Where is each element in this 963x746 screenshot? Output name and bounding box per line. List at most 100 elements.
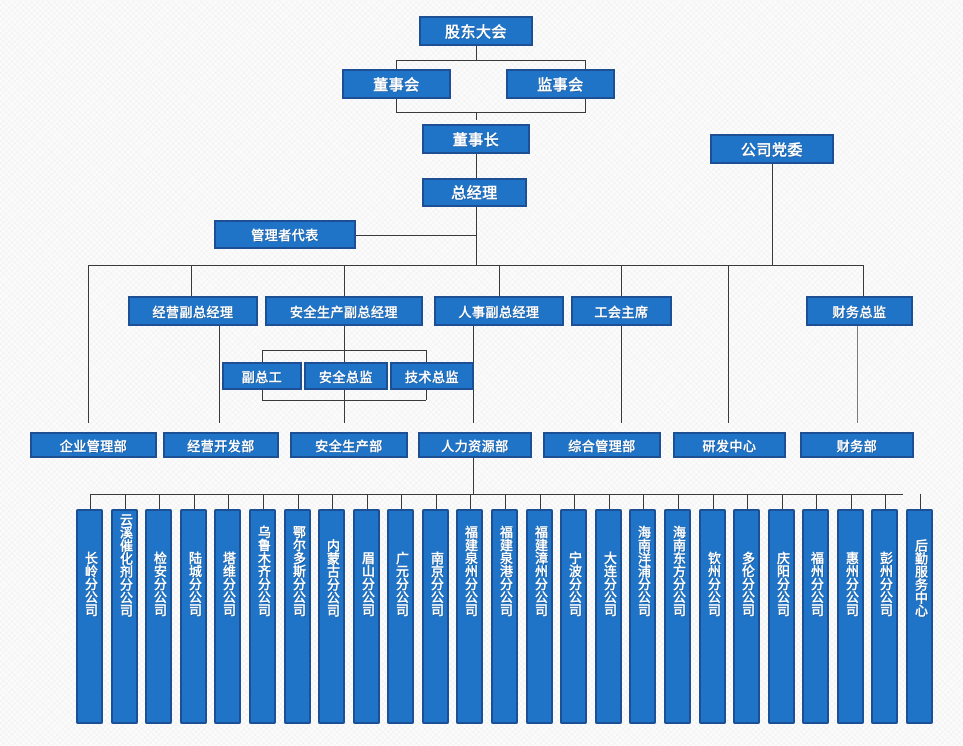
connector-branch-drop [227,494,229,509]
connector-to-supervisors [585,60,586,70]
node-shareholders-meeting[interactable]: 股东大会 [419,16,533,46]
connector-bus-drop-0 [191,265,192,296]
node-board-of-supervisors[interactable]: 监事会 [506,69,615,99]
connector-branch-drop [366,494,368,509]
connector-branch-drop [884,494,886,509]
connector-gm-down [476,207,477,265]
connector-branch-drop [815,494,817,509]
node-exec-business-vp[interactable]: 经营副总经理 [128,296,258,326]
branch-company-label: 陆城分公司 [186,551,201,617]
connector-bus-drop-3 [621,265,622,296]
connector-branch-drop [539,494,541,509]
branch-company-box[interactable]: 眉山分公司 [353,509,380,724]
node-deputy-chief-engineer[interactable]: 副总工 [222,362,302,390]
connector-tech-bot-right [426,389,427,400]
connector-tech-top-right [426,350,427,362]
connector-branch-drop [781,494,783,509]
branch-company-inner: 福州分公司 [804,511,827,722]
branch-company-inner: 宁波分公司 [562,511,585,722]
branch-company-box[interactable]: 海南洋浦分公司 [629,509,656,724]
branch-company-inner: 南京分公司 [424,511,447,722]
branch-company-box[interactable]: 乌鲁木齐分公司 [249,509,276,724]
node-management-representative[interactable]: 管理者代表 [214,220,356,249]
node-technical-director[interactable]: 技术总监 [390,362,474,390]
branch-company-inner: 海南洋浦分公司 [631,511,654,722]
branch-company-box[interactable]: 彭州分公司 [871,509,898,724]
branch-company-box[interactable]: 长岭分公司 [76,509,103,724]
branch-company-label: 宁波分公司 [566,551,581,617]
branch-company-box[interactable]: 鄂尔多斯分公司 [284,509,311,724]
node-dept-general-management[interactable]: 综合管理部 [543,432,661,458]
connector-rail-research [728,265,729,423]
branch-company-box[interactable]: 南京分公司 [422,509,449,724]
branch-company-box[interactable]: 福建泉港分公司 [491,509,518,724]
branch-company-box[interactable]: 云溪催化剂分公司 [111,509,138,724]
branch-company-box[interactable]: 多伦分公司 [733,509,760,724]
connector-branch-drop [297,494,299,509]
node-exec-union-chairman[interactable]: 工会主席 [571,296,672,326]
connector-supervisors-chairman [477,112,586,113]
branch-company-inner: 乌鲁木齐分公司 [251,511,274,722]
branch-company-box[interactable]: 惠州分公司 [837,509,864,724]
node-dept-enterprise-management[interactable]: 企业管理部 [30,432,157,458]
node-exec-hr-vp[interactable]: 人事副总经理 [434,296,564,326]
branch-company-label: 检安分公司 [151,551,166,617]
branch-company-box[interactable]: 塔维分公司 [214,509,241,724]
branch-company-inner: 福建泉州分公司 [458,511,481,722]
branch-company-box[interactable]: 福州分公司 [802,509,829,724]
branch-company-box[interactable]: 检安分公司 [145,509,172,724]
branch-company-label: 福建漳州分公司 [532,525,547,617]
node-dept-safety-production[interactable]: 安全生产部 [290,432,408,458]
node-dept-business-development[interactable]: 经营开发部 [163,432,279,458]
connector-branch-drop [262,494,264,509]
connector-branch-drop [331,494,333,509]
connector-mgmt-rep [356,235,477,236]
node-dept-human-resources[interactable]: 人力资源部 [418,432,532,458]
node-general-manager[interactable]: 总经理 [422,178,527,207]
node-safety-director[interactable]: 安全总监 [304,362,388,390]
connector-dept-to-branchbus [473,455,474,494]
branch-company-box[interactable]: 后勤服务中心 [906,509,933,724]
branch-company-box[interactable]: 宁波分公司 [560,509,587,724]
node-party-committee[interactable]: 公司党委 [710,134,834,164]
branch-company-box[interactable]: 内蒙古分公司 [318,509,345,724]
branch-company-label: 钦州分公司 [705,551,720,617]
branch-company-label: 乌鲁木齐分公司 [255,525,270,617]
branch-company-label: 彭州分公司 [877,551,892,617]
branch-company-inner: 内蒙古分公司 [320,511,343,722]
branch-company-inner: 惠州分公司 [839,511,862,722]
branch-company-box[interactable]: 庆阳分公司 [768,509,795,724]
branch-company-inner: 陆城分公司 [182,511,205,722]
branch-company-box[interactable]: 福建漳州分公司 [526,509,553,724]
connector-supervisors-down [585,98,586,112]
branch-company-box[interactable]: 陆城分公司 [180,509,207,724]
connector-branch-drop [469,494,471,509]
connector-exec3-dept [621,326,622,423]
branch-company-label: 广元分公司 [393,551,408,617]
branch-company-inner: 眉山分公司 [355,511,378,722]
connector-branch-drop [677,494,679,509]
connector-branch-drop [712,494,714,509]
connector-branch-drop [573,494,575,509]
branch-company-label: 后勤服务中心 [912,538,927,617]
branch-company-label: 眉山分公司 [359,551,374,617]
connector-branch-drop [850,494,852,509]
node-dept-rd-center[interactable]: 研发中心 [673,432,786,458]
branch-company-box[interactable]: 钦州分公司 [699,509,726,724]
branch-company-label: 鄂尔多斯分公司 [290,525,305,617]
branch-company-label: 庆阳分公司 [774,551,789,617]
node-chairman[interactable]: 董事长 [422,124,530,154]
branch-company-box[interactable]: 海南东方分公司 [664,509,691,724]
connector-chairman-up [476,112,477,120]
branch-company-box[interactable]: 广元分公司 [387,509,414,724]
node-dept-finance[interactable]: 财务部 [800,432,914,458]
branch-company-box[interactable]: 福建泉州分公司 [456,509,483,724]
branch-company-box[interactable]: 大连分公司 [595,509,622,724]
node-exec-safety-production-vp[interactable]: 安全生产副总经理 [265,296,423,326]
branch-company-label: 福建泉州分公司 [462,525,477,617]
node-board-of-directors[interactable]: 董事会 [342,69,451,99]
branch-company-inner: 云溪催化剂分公司 [113,511,136,722]
connector-bus-drop-4 [863,265,864,296]
node-exec-cfo[interactable]: 财务总监 [806,296,913,326]
connector-bus-drop-1 [344,265,345,296]
